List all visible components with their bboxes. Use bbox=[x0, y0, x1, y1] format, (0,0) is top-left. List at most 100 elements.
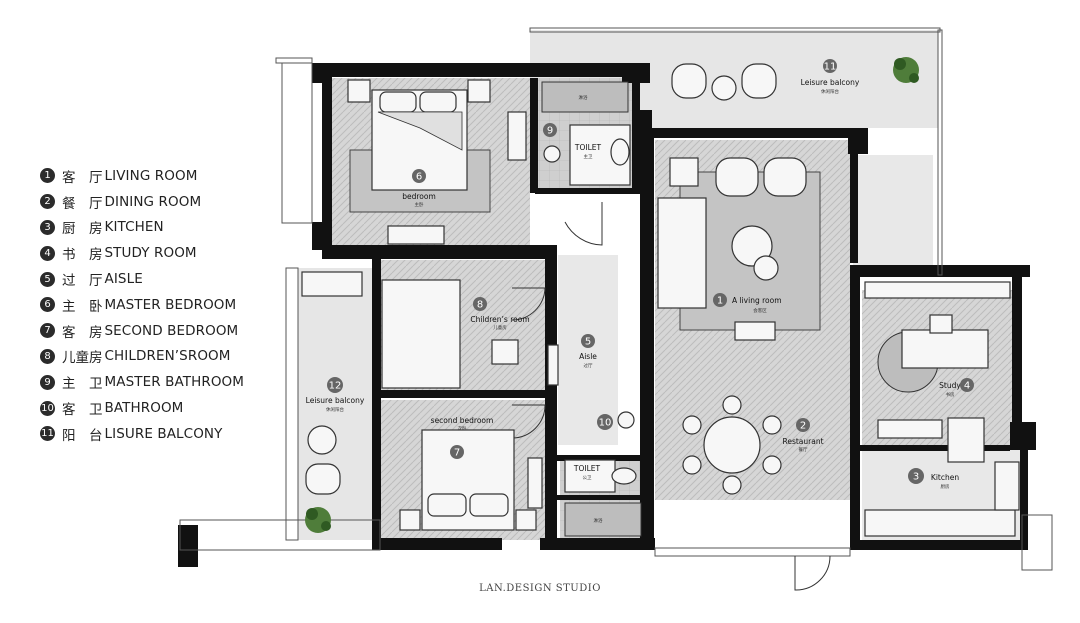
room-number-marker bbox=[713, 293, 727, 307]
room-labels: 11 Leisure balcony 休闲阳台 6 bedroom 主卧 9 T… bbox=[306, 59, 974, 524]
nightstand bbox=[467, 79, 491, 103]
wall bbox=[285, 267, 299, 541]
legend-number: 3 bbox=[40, 219, 55, 235]
legend-zh: 主 卫 bbox=[62, 376, 103, 393]
room-label-zh: 儿童房 bbox=[493, 324, 507, 331]
balcony-lounge bbox=[741, 63, 777, 99]
room-label: Leisure balcony bbox=[306, 396, 365, 405]
lamp-stand bbox=[669, 157, 699, 187]
wall bbox=[540, 538, 655, 550]
room-label-zh: 次卧 bbox=[458, 425, 467, 432]
room-number: 9 bbox=[547, 126, 553, 137]
dining-chairs bbox=[682, 395, 782, 495]
nightstand bbox=[399, 509, 421, 531]
legend-en: CHILDREN’SROOM bbox=[104, 348, 231, 365]
basin bbox=[543, 145, 561, 163]
right-balcony-floor bbox=[853, 155, 933, 265]
legend-zh: 儿童房 bbox=[62, 350, 103, 367]
toilet bbox=[610, 138, 630, 166]
toilet bbox=[611, 467, 637, 485]
desk bbox=[901, 329, 989, 369]
balcony-left-furniture bbox=[301, 271, 363, 495]
wardrobe bbox=[527, 457, 543, 509]
room-label: Restaurant bbox=[782, 437, 823, 446]
aisle-floor bbox=[558, 255, 618, 445]
sofa bbox=[657, 197, 707, 309]
room-number-marker bbox=[908, 468, 924, 484]
doors bbox=[511, 202, 831, 591]
legend-en: AISLE bbox=[104, 271, 143, 288]
bathtub bbox=[541, 81, 629, 113]
room-number-marker bbox=[581, 334, 595, 348]
tv-console bbox=[734, 321, 776, 341]
room-number-marker bbox=[412, 169, 426, 183]
wall bbox=[372, 390, 552, 398]
legend-zh: 客 房 bbox=[62, 324, 103, 341]
legend-zh: 过 厅 bbox=[62, 273, 103, 290]
door-swing bbox=[794, 555, 831, 591]
wall bbox=[860, 445, 1010, 451]
room-label: Aisle bbox=[579, 352, 597, 361]
legend-en: LISURE BALCONY bbox=[104, 425, 223, 442]
wall bbox=[179, 519, 381, 551]
door-swing bbox=[511, 404, 546, 439]
room-number: 1 bbox=[717, 296, 723, 307]
room-label: second bedroom bbox=[431, 416, 494, 425]
door-swing bbox=[564, 202, 603, 246]
room-number: 4 bbox=[964, 381, 970, 392]
shower-label: 淋浴 bbox=[579, 94, 588, 101]
room-label-zh: 餐厅 bbox=[799, 446, 808, 453]
wall bbox=[937, 29, 943, 276]
balcony-table bbox=[711, 75, 737, 101]
master-bath-fixtures bbox=[541, 81, 631, 186]
nightstand bbox=[515, 509, 537, 531]
wall bbox=[640, 138, 654, 548]
wall bbox=[654, 547, 851, 557]
dining-table bbox=[703, 416, 761, 474]
room-label-zh: 厨房 bbox=[941, 483, 950, 490]
wall bbox=[850, 277, 860, 547]
room-number: 11 bbox=[824, 62, 837, 73]
coffee-table bbox=[731, 225, 773, 267]
wall bbox=[530, 78, 538, 193]
kitchen-appliance bbox=[947, 417, 985, 463]
wall bbox=[1020, 450, 1028, 545]
kids-chair bbox=[491, 339, 519, 365]
balcony-left-floor bbox=[298, 268, 373, 540]
balcony-lounge bbox=[671, 63, 707, 99]
room-number-marker bbox=[960, 378, 974, 392]
pillow bbox=[419, 91, 457, 113]
legend-en: MASTER BATHROOM bbox=[104, 374, 245, 391]
wall bbox=[632, 78, 640, 194]
room-label-zh: 主卫 bbox=[584, 153, 593, 160]
room-label-zh: 公卫 bbox=[583, 475, 592, 481]
kids-desk bbox=[547, 344, 559, 386]
bath-fixtures bbox=[564, 411, 642, 537]
balcony-lounge bbox=[305, 463, 341, 495]
wall bbox=[275, 57, 313, 64]
room-label-zh: 会客区 bbox=[753, 307, 767, 314]
storage-cabinet bbox=[301, 271, 363, 297]
wall bbox=[850, 138, 858, 263]
legend-number: 8 bbox=[40, 348, 55, 364]
room-label-zh: 书房 bbox=[946, 391, 955, 398]
kitchen-counter bbox=[864, 509, 1016, 537]
wall bbox=[557, 455, 647, 461]
shower-label: 淋浴 bbox=[594, 517, 603, 524]
room-number-marker bbox=[796, 418, 810, 432]
wall bbox=[312, 63, 637, 77]
legend-number: 9 bbox=[40, 374, 55, 390]
wall bbox=[557, 495, 647, 500]
legend-number: 1 bbox=[40, 168, 55, 184]
room-label: Leisure balcony bbox=[801, 78, 860, 87]
dresser bbox=[387, 225, 445, 245]
legend-number: 2 bbox=[40, 194, 55, 210]
room-number: 3 bbox=[913, 472, 919, 483]
study-kitchen-furniture bbox=[864, 281, 1020, 537]
armchair bbox=[763, 157, 807, 197]
